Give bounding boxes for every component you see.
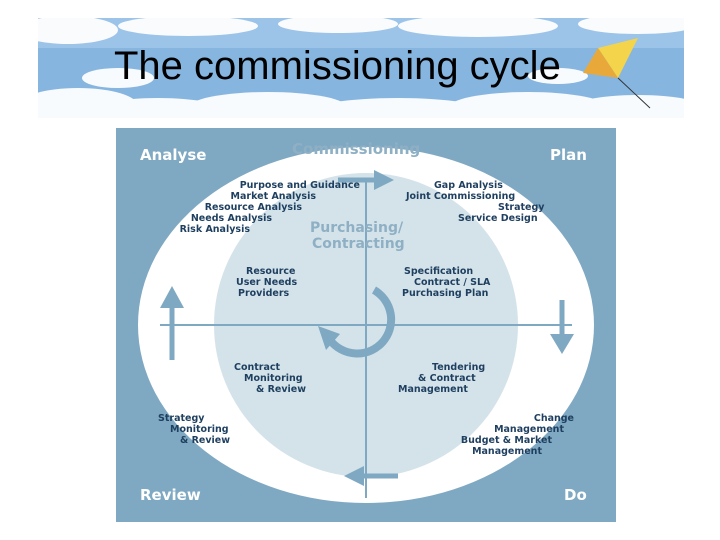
review-item: Strategy xyxy=(158,413,205,424)
corner-analyse: Analyse xyxy=(140,146,206,164)
inner-br-item: Tendering xyxy=(432,362,485,373)
analyse-item: Resource Analysis xyxy=(205,202,303,213)
inner-bl-item: & Review xyxy=(256,384,306,395)
inner-br-item: Management xyxy=(398,384,468,395)
outer-title: Commissioning xyxy=(292,140,420,158)
cycle-arrow-icon xyxy=(318,286,396,358)
kite-icon xyxy=(583,38,651,109)
plan-item: Strategy xyxy=(498,202,545,213)
do-item: Budget & Market xyxy=(461,435,553,446)
arrow-down-icon xyxy=(550,300,574,354)
inner-bl-item: Monitoring xyxy=(244,373,303,384)
do-item: Management xyxy=(472,446,542,457)
commissioning-cycle-diagram: Analyse Plan Review Do Commissioning Pur… xyxy=(116,128,616,522)
do-item: Change xyxy=(534,413,574,424)
inner-tr-item: Contract / SLA xyxy=(414,277,491,288)
inner-title-line1: Purchasing/ xyxy=(310,220,404,236)
arrow-up-icon xyxy=(160,286,184,360)
inner-title-line2: Contracting xyxy=(312,236,405,252)
inner-tl-item: Providers xyxy=(238,288,290,299)
corner-do: Do xyxy=(564,486,587,504)
arrow-left-icon xyxy=(344,466,398,486)
inner-br-item: & Contract xyxy=(418,373,476,384)
corner-plan: Plan xyxy=(550,146,587,164)
plan-item: Service Design xyxy=(458,213,538,224)
inner-tr-item: Specification xyxy=(404,266,473,277)
inner-tl-item: User Needs xyxy=(236,277,297,288)
sky-banner xyxy=(38,18,684,118)
analyse-item: Market Analysis xyxy=(231,191,317,202)
corner-review: Review xyxy=(140,486,201,504)
analyse-item: Needs Analysis xyxy=(191,213,272,224)
arrow-right-icon xyxy=(338,170,394,190)
slide-title: The commissioning cycle xyxy=(114,44,561,88)
inner-tl-item: Resource xyxy=(246,266,295,277)
inner-tr-item: Purchasing Plan xyxy=(402,288,489,299)
review-item: Monitoring xyxy=(170,424,229,435)
do-item: Management xyxy=(494,424,564,435)
plan-item: Gap Analysis xyxy=(434,180,503,191)
plan-item: Joint Commissioning xyxy=(405,191,515,202)
review-item: & Review xyxy=(180,435,230,446)
analyse-item: Risk Analysis xyxy=(180,224,251,235)
inner-bl-item: Contract xyxy=(234,362,281,373)
analyse-item: Purpose and Guidance xyxy=(240,180,360,191)
